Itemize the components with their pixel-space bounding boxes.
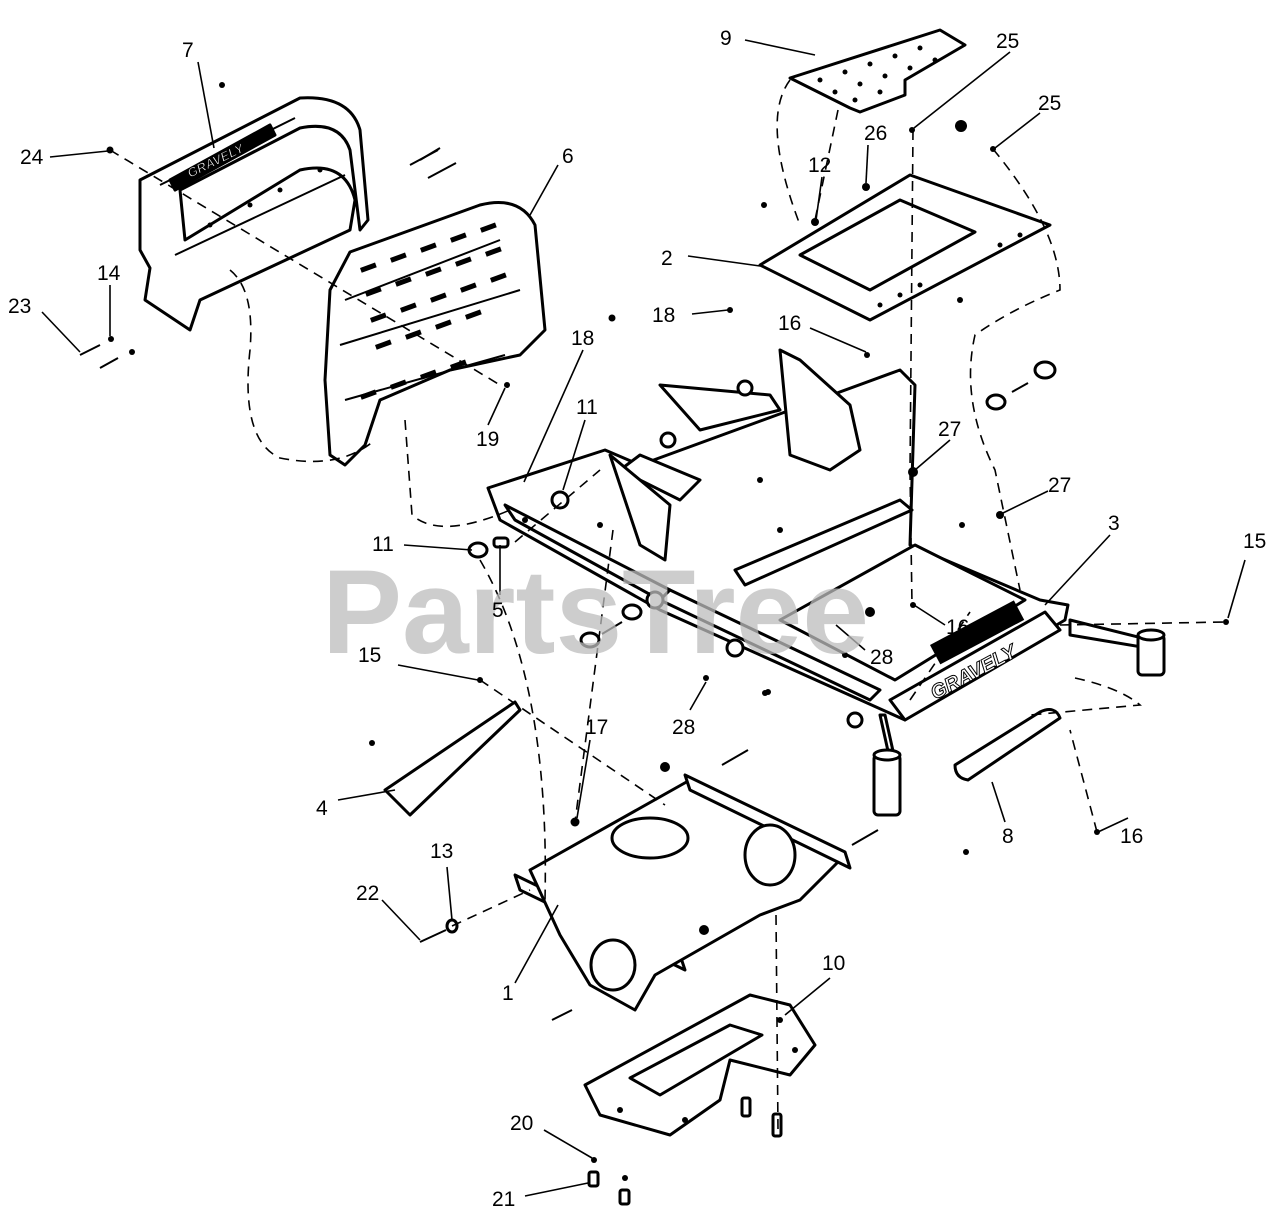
callout-20: 20 [510,1112,533,1135]
seat-pan-slots [359,222,507,400]
watermark: PartsTree [322,545,869,679]
callout-2: 2 [661,247,673,270]
callout-14: 14 [97,262,121,285]
callout-5: 5 [492,599,504,622]
part-2-foot-rest[interactable] [758,173,1052,322]
callout-23: 23 [8,295,31,318]
callout-4: 4 [316,797,328,820]
caster-fork[interactable] [872,618,1166,817]
callout-9: 9 [720,27,732,50]
callout-26: 26 [864,122,887,145]
part-3-main-frame[interactable]: GRAVELY [486,348,1070,729]
part-10-skid-plate[interactable] [583,993,817,1137]
callout-28-right: 28 [870,646,893,669]
part-7-rear-fender[interactable]: GRAVELY [138,96,370,332]
callout-3: 3 [1108,512,1120,535]
callout-10: 10 [822,952,845,975]
part-4-strap[interactable] [383,700,522,817]
callout-18-upper: 18 [652,304,675,327]
callout-17: 17 [585,716,608,739]
callout-16-frame: 16 [946,616,969,639]
callout-22: 22 [356,882,379,905]
callout-25-top: 25 [996,30,1019,53]
callout-21: 21 [492,1188,515,1211]
callout-11-upper: 11 [576,396,598,419]
part-6-seat-pan[interactable] [323,201,547,467]
callout-27-upper: 27 [938,418,961,441]
callout-16-upper: 16 [778,312,801,335]
callout-25-right: 25 [1038,92,1061,115]
callout-13: 13 [430,840,453,863]
callout-11-lower: 11 [372,533,394,556]
part-1-front-bracket[interactable] [513,773,852,1012]
callout-12: 12 [808,154,831,177]
callout-27-lower: 27 [1048,474,1071,497]
callout-15-right: 15 [1243,530,1266,553]
callout-28-left: 28 [672,716,695,739]
part-8-bumper-pad[interactable] [953,708,1062,782]
callout-numbers: 7 24 14 23 6 19 9 25 25 26 12 2 18 16 18… [8,27,1266,1211]
callout-18-frame: 18 [571,327,594,350]
callout-1: 1 [502,982,514,1005]
callout-16-lower: 16 [1120,825,1143,848]
part-9-floor-plate[interactable] [788,28,967,114]
floor-plate-holes [817,45,938,103]
callout-24: 24 [20,146,44,169]
callout-7: 7 [182,39,194,62]
callout-6: 6 [562,145,574,168]
callout-8: 8 [1002,825,1014,848]
callout-19: 19 [476,428,499,451]
callout-15-left: 15 [358,644,381,667]
callout-leaders [41,39,1246,1197]
assembly-dashed-lines [109,79,1227,1131]
